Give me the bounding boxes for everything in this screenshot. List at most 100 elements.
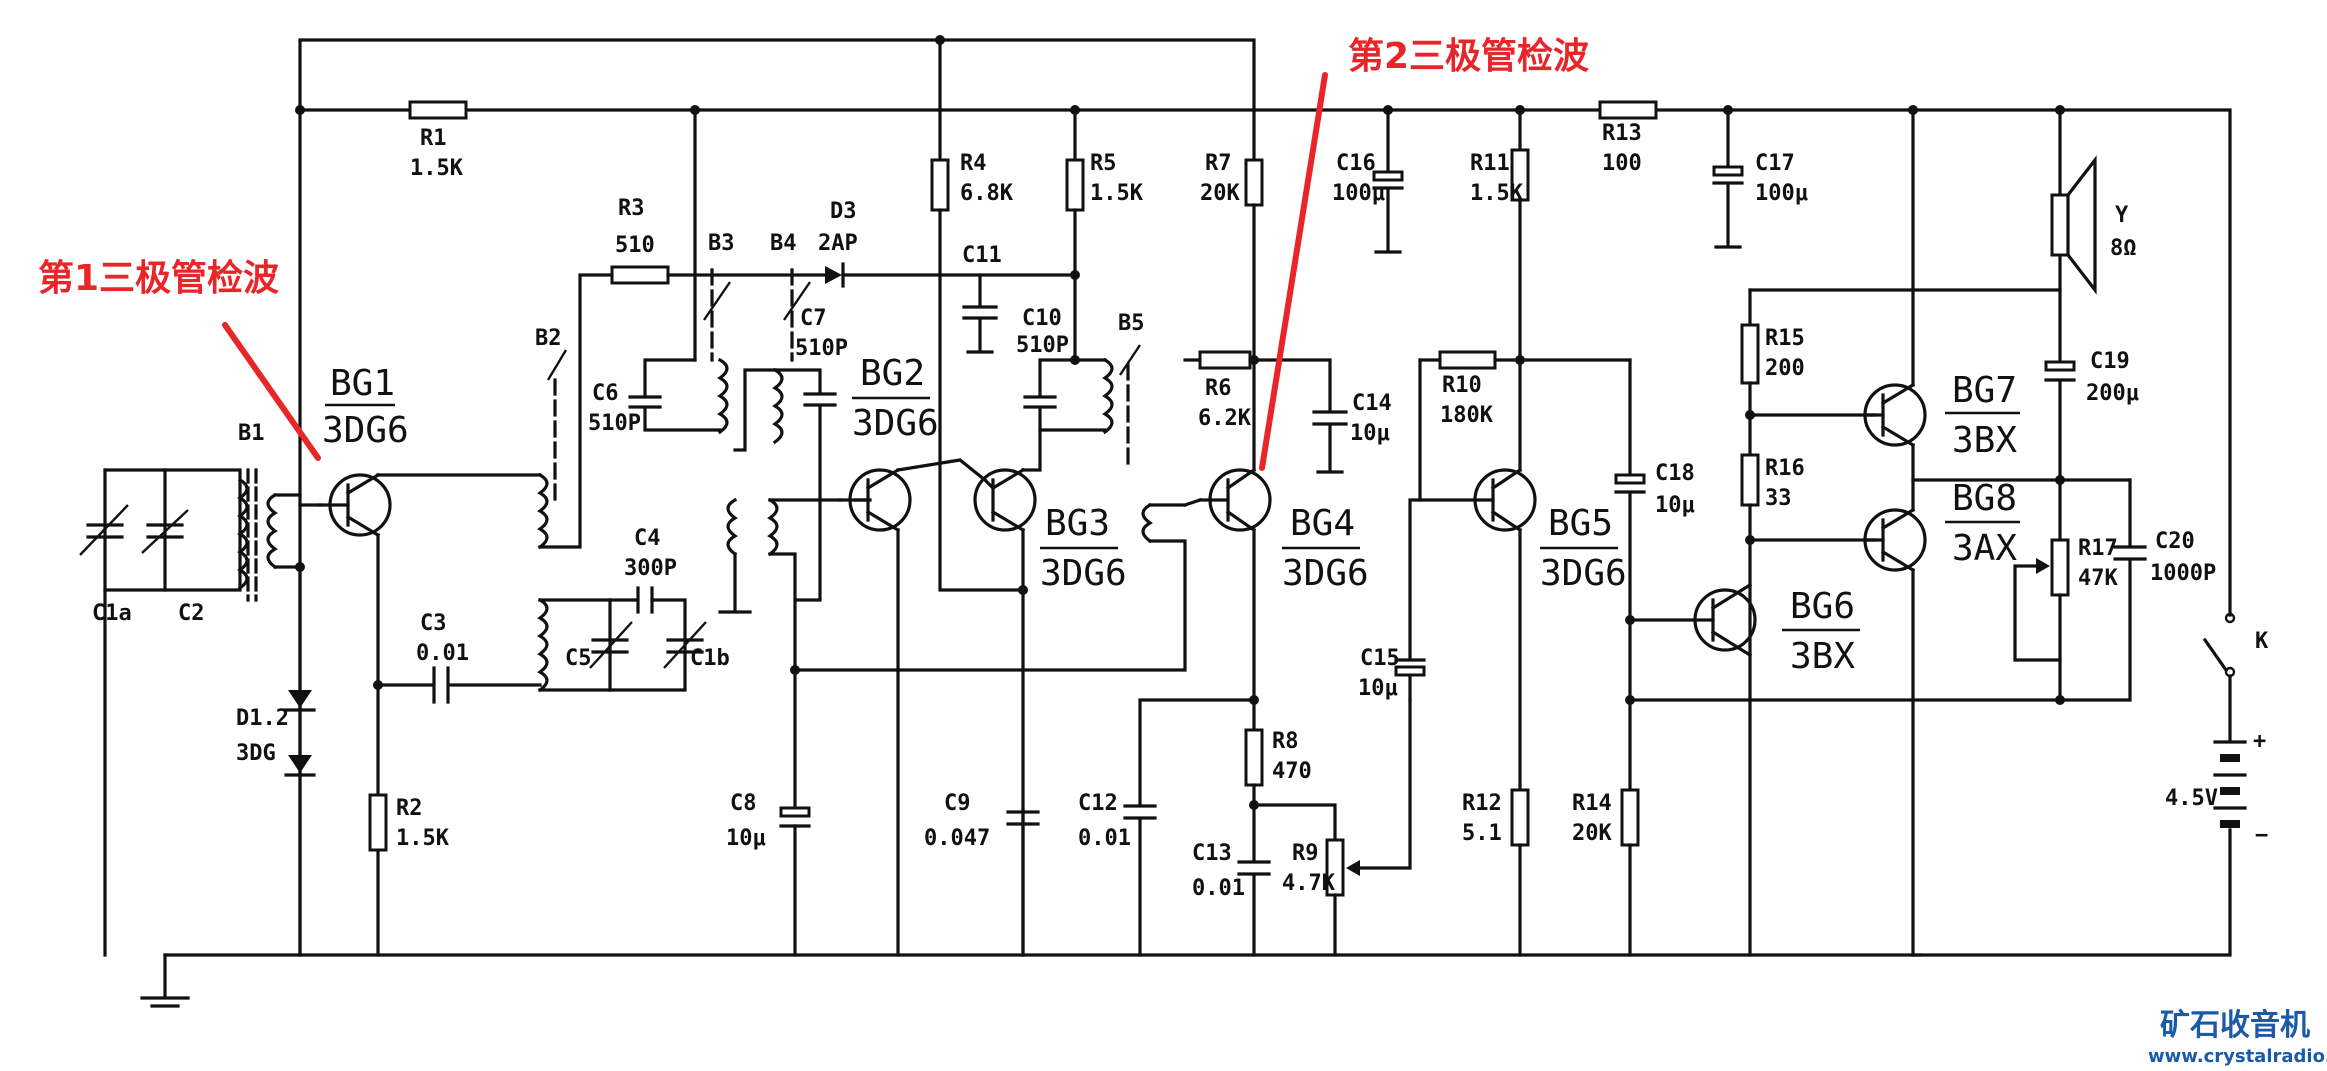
label-r4-name: R4 [960,151,987,176]
output-stage [1628,108,2147,957]
label-speaker-value: 8Ω [2110,236,2137,261]
label-d3-name: D3 [830,199,857,224]
annotation-first-detector: 第1三极管检波 [38,258,321,461]
label-r6-value: 6.2K [1198,406,1252,431]
label-bg5-name: BG5 [1548,503,1613,544]
transistor-bg2 [818,458,988,957]
label-c16-value: 100μ [1332,181,1385,206]
resistor-r9 [1325,698,1412,957]
capacitor-c16 [1372,108,1404,254]
capacitor-c9 [1006,808,1040,957]
resistor-r11 [1510,108,1530,472]
label-r12-name: R12 [1462,791,1502,816]
label-battery-minus: − [2255,823,2268,848]
coil-b5 [793,344,1187,672]
label-c11: C11 [962,243,1002,268]
capacitor-c3 [376,666,542,704]
label-b1: B1 [238,421,265,446]
label-r13-name: R13 [1602,121,1642,146]
label-c19-value: 200μ [2086,381,2139,406]
label-c5: C5 [565,646,592,671]
label-bg1-name: BG1 [330,363,395,404]
resistor-r13 [1598,100,1658,120]
label-c13-name: C13 [1192,841,1232,866]
label-c15-name: C15 [1360,646,1400,671]
label-r3-name: R3 [618,196,645,221]
label-c10-value: 510P [1016,333,1069,358]
resistor-r8 [1244,728,1337,842]
label-c10-name: C10 [1022,306,1062,331]
label-d12-name: D1.2 [236,706,289,731]
label-bg3-name: BG3 [1045,503,1110,544]
speaker-icon [2050,155,2097,295]
label-c12-value: 0.01 [1078,826,1131,851]
label-bg8-name: BG8 [1952,478,2017,519]
label-r10-name: R10 [1442,373,1482,398]
label-c2: C2 [178,601,205,626]
resistor-r4 [930,38,1025,592]
label-c15-value: 10μ [1358,676,1398,701]
label-bg3-type: 3DG6 [1040,553,1127,594]
label-c9-value: 0.047 [924,826,990,851]
resistor-r12 [1510,788,1530,957]
label-r13-value: 100 [1602,151,1642,176]
label-r14-value: 20K [1572,821,1612,846]
annotation-first-text: 第1三极管检波 [38,258,279,299]
capacitor-c15 [1394,498,1477,702]
label-r2-value: 1.5K [396,826,450,851]
resistor-r5 [1065,108,1085,362]
label-r4-value: 6.8K [960,181,1014,206]
label-r15-name: R15 [1765,326,1805,351]
resistor-r2 [368,793,388,852]
label-d3-type: 2AP [818,231,858,256]
label-c1a: C1a [92,601,132,626]
label-b2: B2 [535,326,562,351]
capacitor-c11 [962,273,998,354]
label-r7-value: 20K [1200,181,1240,206]
label-bg7-type: 3BX [1952,420,2017,461]
label-bg1-type: 3DG6 [322,410,409,451]
label-c3-value: 0.01 [416,641,469,666]
label-c18-value: 10μ [1655,493,1695,518]
label-r9-value: 4.7K [1282,871,1336,896]
capacitor-c13 [1237,803,1271,957]
ground-rail [140,953,1922,1008]
label-r8-value: 470 [1272,759,1312,784]
label-b4: B4 [770,231,797,256]
label-r16-value: 33 [1765,486,1792,511]
label-r1-name: R1 [420,126,447,151]
capacitor-c18 [1518,358,1646,792]
label-b3: B3 [708,231,735,256]
label-d12-type: 3DG [236,741,276,766]
label-r11-value: 1.5K [1470,181,1524,206]
label-c4-value: 300P [624,556,677,581]
label-bg6-name: BG6 [1790,586,1855,627]
label-c17-value: 100μ [1755,181,1808,206]
watermark-title: 矿石收音机 [2160,1008,2310,1043]
resistor-r14 [1620,788,1640,957]
label-c6-value: 510P [588,411,641,436]
label-c6-name: C6 [592,381,619,406]
label-battery-value: 4.5V [2165,786,2218,811]
capacitor-c17 [1712,108,1744,249]
coil-b2 [537,273,614,550]
label-bg7-name: BG7 [1952,370,2017,411]
resistor-r1 [408,100,468,120]
coil-b3 [628,108,731,435]
label-r11-name: R11 [1470,151,1510,176]
label-c13-value: 0.01 [1192,876,1245,901]
label-r6-name: R6 [1205,376,1232,401]
label-battery-plus: + [2253,729,2266,754]
label-bg4-type: 3DG6 [1282,553,1369,594]
junction-dots [295,35,2065,810]
label-bg5-type: 3DG6 [1540,553,1627,594]
label-r3-value: 510 [615,233,655,258]
label-c17-name: C17 [1755,151,1795,176]
transistor-bg5 [1473,467,1537,792]
label-r17-name: R17 [2078,536,2118,561]
label-r8-name: R8 [1272,729,1299,754]
label-r5-value: 1.5K [1090,181,1144,206]
label-c8-name: C8 [730,791,757,816]
label-r12-value: 5.1 [1462,821,1502,846]
label-switch: K [2255,629,2269,654]
